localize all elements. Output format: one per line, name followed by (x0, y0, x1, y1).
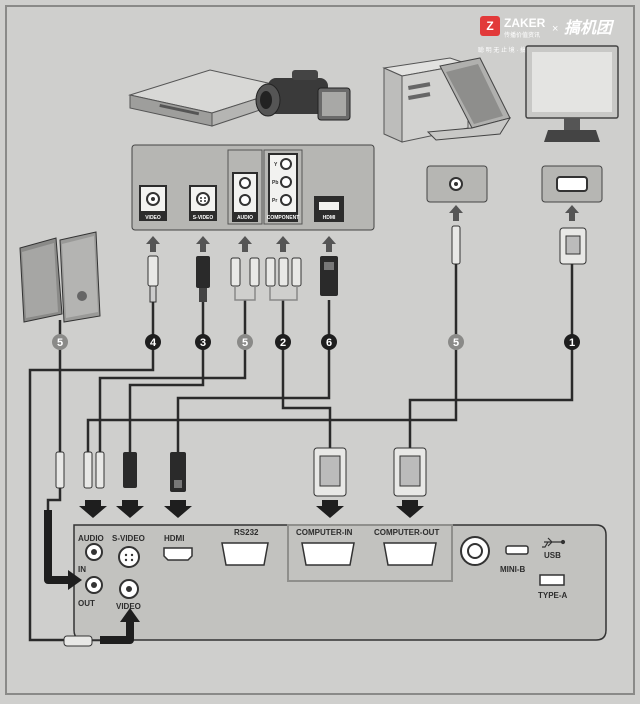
cable-number-badges: 5 4 3 5 2 6 5 1 (52, 334, 580, 350)
source-label-video: VIDEO (145, 215, 161, 221)
proj-label-out: OUT (78, 599, 95, 608)
proj-label-type-a: TYPE-A (538, 591, 568, 600)
cable-plugs-top (147, 225, 587, 303)
source-label-hdmi: HDMI (323, 215, 336, 221)
zaker-logo-icon (480, 16, 500, 36)
cable-number-audio-mid: 5 (242, 337, 248, 349)
computer-audio-out-port (426, 165, 488, 203)
proj-label-audio: AUDIO (78, 534, 104, 543)
source-label-component-pr: Pr (272, 198, 277, 204)
watermark-tagline: 聪 明 无 止 境 · 搞 机 有 新 意 (478, 46, 557, 54)
watermark-partner: 搞机团 (564, 19, 615, 37)
source-label-component: COMPONENT (267, 215, 300, 221)
proj-label-s-video: S-VIDEO (112, 534, 145, 543)
cable-number-video: 4 (150, 337, 157, 349)
watermark-times: × (552, 23, 558, 35)
source-label-s-video: S-VIDEO (193, 215, 214, 221)
proj-label-usb: USB (544, 551, 561, 560)
source-label-component-y: Y (274, 162, 278, 168)
source-label-component-pb: Pb (272, 180, 278, 186)
cable-number-component: 2 (280, 337, 286, 349)
source-device-panel: VIDEO S-VIDEO AUDIO Y Pb Pr COMPONENT HD… (131, 144, 375, 231)
proj-label-rs232: RS232 (234, 528, 259, 537)
watermark: Z ZAKER 传播价值资讯 × 搞机团 聪 明 无 止 境 · 搞 机 有 新… (478, 16, 615, 54)
proj-label-computer-out: COMPUTER-OUT (374, 528, 439, 537)
dvd-player-icon (128, 69, 292, 127)
up-arrows (146, 205, 579, 252)
source-label-audio: AUDIO (237, 215, 253, 221)
watermark-brand-sub: 传播价值资讯 (504, 31, 540, 39)
proj-label-in: IN (78, 565, 86, 574)
speaker-cable (46, 488, 62, 510)
usb-icon (542, 537, 566, 548)
monitor-icon (525, 45, 619, 142)
cable-split-lines (234, 286, 298, 301)
cable-number-audio-right: 5 (453, 337, 459, 349)
down-arrows (79, 500, 424, 518)
speakers-icon (19, 231, 101, 323)
cable-number-hdmi: 6 (326, 337, 332, 349)
watermark-brand: ZAKER (504, 16, 546, 30)
computer-vga-port (541, 165, 603, 203)
cable-number-vga: 1 (569, 337, 575, 349)
cable-number-audio-left: 5 (57, 337, 63, 349)
cable-plugs-bottom (55, 447, 427, 497)
proj-label-hdmi: HDMI (164, 534, 184, 543)
side-connection-arrows (44, 510, 134, 644)
video-rca-plug (63, 635, 93, 647)
projector-back-panel: AUDIO IN OUT S-VIDEO VIDEO HDMI RS232 CO… (73, 524, 607, 641)
camcorder-icon (255, 70, 351, 121)
proj-label-mini-b: MINI-B (500, 565, 526, 574)
side-arrowheads (68, 570, 140, 622)
frame (5, 5, 635, 695)
proj-label-video: VIDEO (116, 602, 141, 611)
cable-number-s-video: 3 (200, 337, 206, 349)
laptop-icon (426, 57, 512, 141)
svg-text:Z: Z (486, 19, 493, 33)
proj-label-computer-in: COMPUTER-IN (296, 528, 353, 537)
